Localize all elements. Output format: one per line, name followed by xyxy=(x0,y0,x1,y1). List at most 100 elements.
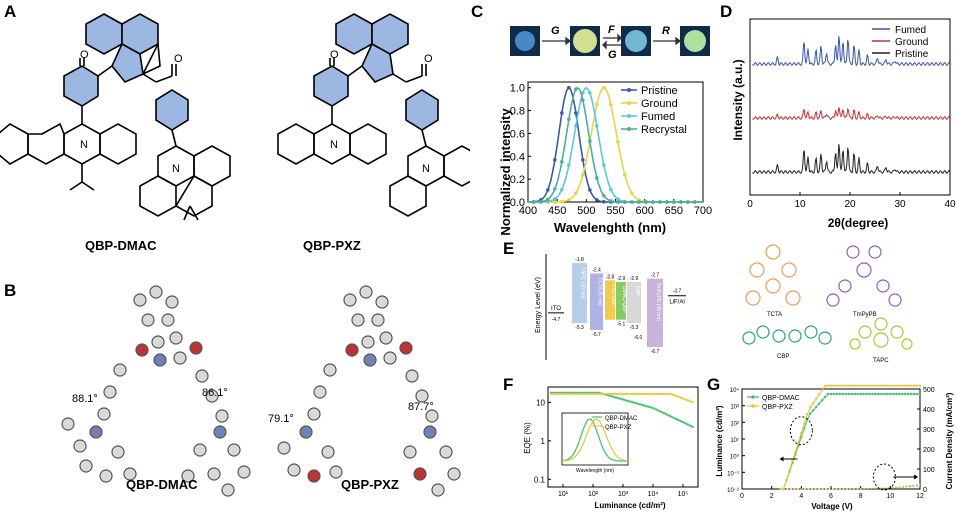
g-xlabel: Voltage (V) xyxy=(811,502,853,511)
panel-letter-e: E xyxy=(503,239,515,258)
c-point xyxy=(693,200,697,204)
n-atom-3: N xyxy=(330,139,338,151)
angle-label-2: 86.1° xyxy=(202,387,228,399)
panel-b-label-qbp-dmac: QBP-DMAC xyxy=(126,477,198,492)
d-ylabel: Intensity (a.u.) xyxy=(731,59,745,140)
f-xtick-label: 10⁵ xyxy=(678,491,689,498)
c-point xyxy=(567,117,571,121)
lif-label: LiF/Al xyxy=(669,300,684,306)
c-xtick-label: 400 xyxy=(519,205,537,217)
c-ytick-label: 0.2 xyxy=(510,174,525,186)
c-point xyxy=(574,191,578,195)
layer-bottom-6: -6.0 xyxy=(634,335,643,341)
g-xtick-label: 4 xyxy=(799,493,803,500)
crystal-dmac xyxy=(61,285,251,497)
n-atom-2: N xyxy=(172,163,180,175)
c-point xyxy=(546,188,550,192)
c-point xyxy=(616,139,620,144)
n-atom-1: N xyxy=(80,139,88,151)
c-point xyxy=(658,200,662,204)
c-point xyxy=(609,102,613,107)
arrow-r: R xyxy=(662,25,670,37)
c-point xyxy=(595,102,599,107)
c-point xyxy=(581,173,585,177)
c-point xyxy=(532,200,536,204)
c-point xyxy=(616,197,620,201)
layer-top-2: -2.8 xyxy=(606,274,615,280)
layer-name-2: PXZ-QBP xyxy=(610,284,616,307)
c-legend-label: Ground xyxy=(641,98,678,110)
g-xtick-label: 12 xyxy=(916,493,924,500)
c-point xyxy=(560,111,564,115)
g-point xyxy=(779,487,782,491)
g-xtick-label: 6 xyxy=(829,493,833,500)
c-point xyxy=(637,200,641,204)
c-point xyxy=(574,124,578,128)
g-xtick-label: 2 xyxy=(770,493,774,500)
c-point xyxy=(595,176,599,180)
c-point xyxy=(651,200,655,204)
layer-5 xyxy=(647,278,663,348)
panel-letter-g: G xyxy=(707,375,721,394)
d-xtick-label: 30 xyxy=(894,199,906,210)
c-point xyxy=(560,159,564,164)
f-inset-curve-1 xyxy=(561,418,629,462)
c-xtick-label: 700 xyxy=(694,205,712,217)
f-legend-label: QBP-PXZ xyxy=(605,425,632,431)
c-point xyxy=(546,197,550,202)
f-ytick-label: 1 xyxy=(541,437,546,446)
c-point xyxy=(630,191,634,195)
g-lum-qbp-dmac xyxy=(780,393,920,490)
arrow-f: F xyxy=(608,24,615,36)
ito-label: ITO xyxy=(551,306,561,312)
g-circle-luminance xyxy=(789,416,813,446)
c-point xyxy=(567,198,571,202)
c-point xyxy=(630,200,634,204)
c-point xyxy=(595,198,599,202)
c-point xyxy=(595,124,599,128)
layer-name-1: TCTA (5 nm) xyxy=(597,277,603,306)
d-xtick-label: 40 xyxy=(944,199,956,210)
g-ylabel: Luminance (cd/m²) xyxy=(715,405,724,476)
c-ytick-label: 0.0 xyxy=(510,197,525,209)
panel-letter-a: A xyxy=(4,2,17,21)
c-ytick-label: 0.4 xyxy=(510,151,525,163)
g-y2tick-label: 500 xyxy=(923,387,935,394)
c-xtick-label: 500 xyxy=(577,205,595,217)
c-point xyxy=(588,90,592,95)
c-ytick-label: 1.0 xyxy=(510,83,525,95)
c-point xyxy=(602,163,606,167)
c-point xyxy=(644,200,648,204)
g-lum-qbp-pxz xyxy=(780,385,920,490)
g-circle-current xyxy=(872,463,896,491)
g-ytick-label: 10² xyxy=(730,421,739,427)
c-point xyxy=(609,199,613,203)
c-point xyxy=(616,200,620,204)
layer-top-0: -1.8 xyxy=(575,257,584,263)
g-y2tick-label: 400 xyxy=(923,407,935,414)
angle-label-4: 87.7° xyxy=(408,401,434,413)
d-series-pristine xyxy=(752,144,951,175)
c-point xyxy=(560,199,564,204)
f-ytick-label: 0.1 xyxy=(534,475,546,484)
c-point xyxy=(581,98,585,103)
c-point xyxy=(672,200,676,204)
c-point xyxy=(553,197,557,201)
c-ylabel: Normalized intensity xyxy=(498,108,513,236)
c-point xyxy=(679,200,683,204)
d-xtick-label: 20 xyxy=(844,199,856,210)
lif-value: -3.7 xyxy=(673,289,682,295)
c-point xyxy=(623,200,627,204)
g-ytick-label: 10⁴ xyxy=(730,387,740,394)
c-point xyxy=(602,193,606,198)
c-point xyxy=(553,158,557,162)
g-xtick-label: 0 xyxy=(740,493,744,500)
layer-bottom-3: -5.1 xyxy=(617,322,626,328)
angle-label-1: 88.1° xyxy=(72,393,98,405)
layer-bottom-0: -5.3 xyxy=(575,325,584,331)
c-xtick-label: 600 xyxy=(635,205,653,217)
arrow-g-left: G xyxy=(551,25,560,37)
g-y2label: Current Density (mA/cm²) xyxy=(945,392,954,489)
layer-top-4: -2.9 xyxy=(630,276,639,282)
